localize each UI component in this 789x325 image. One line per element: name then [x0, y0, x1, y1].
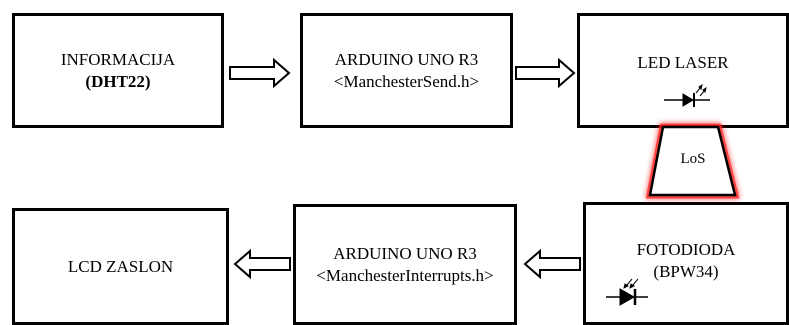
information-box: INFORMACIJA (DHT22) [12, 13, 224, 128]
arduino-send-library: <ManchesterSend.h> [333, 71, 480, 91]
photodiode-icon [606, 278, 648, 306]
led-icon [664, 83, 710, 107]
information-sensor: (DHT22) [85, 71, 151, 91]
photodiode-title: FOTODIODA [636, 240, 736, 259]
led-laser-box: LED LASER [577, 13, 789, 128]
photodiode-box: FOTODIODA (BPW34) [583, 202, 789, 325]
lcd-title: LCD ZASLON [67, 256, 174, 276]
arduino-interrupts-library: <ManchesterInterrupts.h> [316, 265, 494, 285]
photodiode-part: (BPW34) [653, 262, 719, 281]
arrow-arduino-to-led [515, 57, 576, 89]
los-label: LoS [680, 151, 706, 167]
arrow-arduino-to-lcd [233, 248, 291, 280]
arduino-send-box: ARDUINO UNO R3 <ManchesterSend.h> [300, 13, 513, 128]
los-trapezoid [648, 125, 737, 197]
arduino-send-title: ARDUINO UNO R3 [334, 49, 479, 69]
arrow-photodiode-to-arduino [523, 248, 581, 280]
lcd-box: LCD ZASLON [12, 208, 229, 325]
arduino-interrupts-title: ARDUINO UNO R3 [333, 243, 477, 263]
led-laser-title: LED LASER [637, 53, 729, 72]
arduino-interrupts-box: ARDUINO UNO R3 <ManchesterInterrupts.h> [293, 204, 517, 325]
information-title: INFORMACIJA [60, 49, 176, 69]
arrow-info-to-arduino [229, 57, 291, 89]
